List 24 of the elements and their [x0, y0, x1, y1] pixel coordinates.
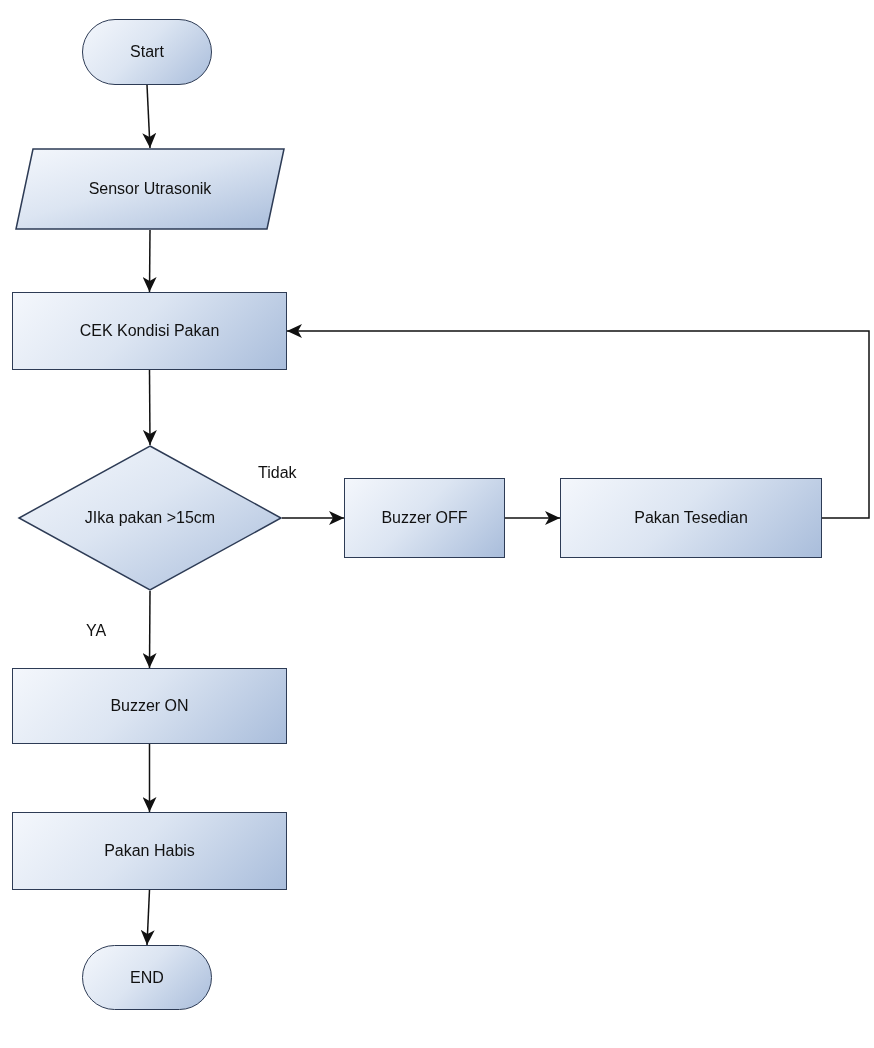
arrow [142, 369, 157, 446]
arrow [142, 84, 157, 149]
arrow [281, 511, 345, 525]
process-box [344, 478, 505, 558]
arrow [142, 590, 157, 669]
node-label: Start [129, 43, 165, 61]
arrow [504, 511, 561, 525]
node-label: Pakan Tesedian [633, 509, 749, 527]
node-label: CEK Kondisi Pakan [78, 322, 221, 340]
node-label: Buzzer ON [109, 697, 190, 715]
process-box [560, 478, 822, 558]
process-box [12, 292, 287, 370]
process-box [12, 668, 287, 744]
node-label: Buzzer OFF [380, 509, 469, 527]
process-box [12, 812, 287, 890]
arrow [142, 743, 157, 813]
arrow [286, 324, 870, 519]
input-parallelogram [15, 148, 285, 230]
arrow [142, 229, 157, 293]
node-label: Pakan Habis [103, 842, 196, 860]
node-label: JIka pakan >15cm [83, 509, 217, 527]
node-label: END [129, 968, 165, 987]
node-label: Sensor Utrasonik [87, 180, 213, 198]
arrow [140, 889, 155, 946]
